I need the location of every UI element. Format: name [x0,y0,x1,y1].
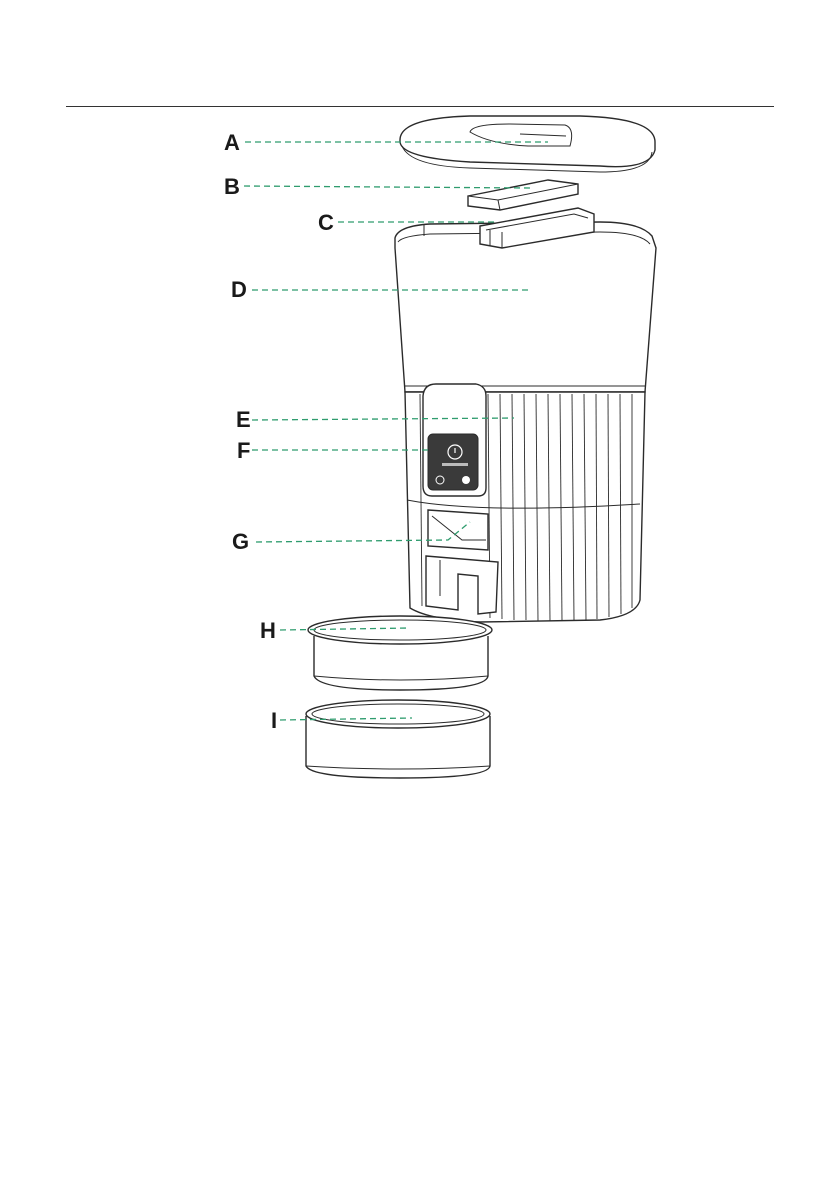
feeder-lid-icon [400,116,655,172]
callout-i: I [271,708,277,733]
callout-e: E [236,407,251,432]
leader-b [244,186,530,188]
food-hopper-icon [395,222,656,392]
callout-g: G [232,529,249,554]
callout-d: D [231,277,247,302]
callout-a: A [224,130,240,155]
callout-c: C [318,210,334,235]
callout-b: B [224,174,240,199]
control-panel-icon [428,434,478,490]
food-bowl-icon [308,616,492,690]
food-bowl-icon [306,700,490,778]
desiccant-box-icon [468,180,578,210]
callout-h: H [260,618,276,643]
callout-f: F [237,438,250,463]
